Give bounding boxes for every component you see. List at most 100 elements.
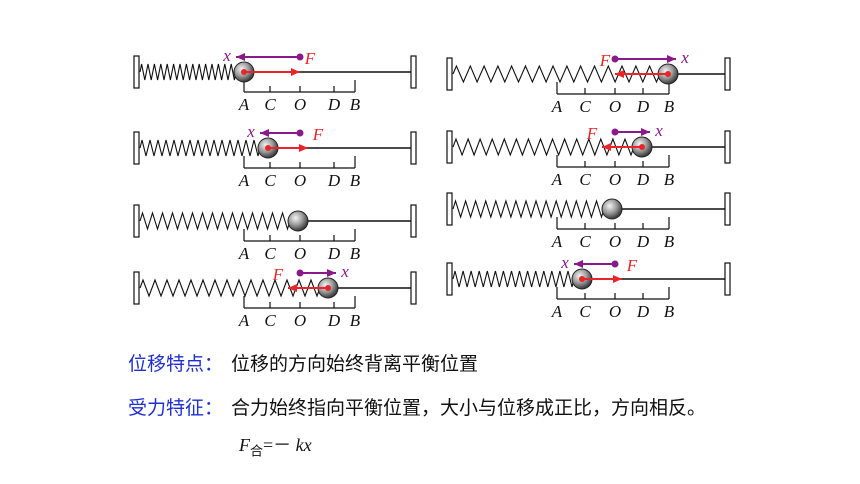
displacement-label: x [654,121,663,140]
displacement-arrowhead [260,129,269,137]
displacement-arrowhead [327,269,336,277]
force-arrowhead [288,284,297,292]
force-arrowhead [602,143,611,151]
position-label-C: C [579,302,591,321]
formula-kx: kx [295,435,312,455]
displacement-label: x [560,253,569,272]
formula-equals: =－ [263,435,296,455]
position-label-C: C [264,95,276,114]
spring [139,63,237,81]
displacement-heading: 位移特点： [128,353,224,375]
force-label: F [626,256,638,275]
position-label-D: D [327,311,341,330]
position-label-D: D [636,302,650,321]
position-label-D: D [636,232,650,251]
force-origin-dot [325,285,331,291]
position-label-B: B [664,302,675,321]
displacement-origin-dot [611,128,619,136]
force-origin-dot [579,276,585,282]
position-label-D: D [327,171,341,190]
position-label-B: B [350,311,361,330]
position-label-A: A [238,171,250,190]
position-label-C: C [264,244,276,263]
force-arrowhead [291,68,300,76]
displacement-arrowhead [574,260,583,268]
force-description: 合力始终指向平衡位置，大小与位移成正比，方向相反。 [231,397,707,419]
left-wall [446,130,453,164]
spring [452,137,635,157]
displacement-origin-dot [296,53,304,61]
left-wall [446,262,453,296]
position-label-D: D [636,170,650,189]
spring [452,270,575,288]
right-wall [410,131,417,165]
formula-subscript: 合 [250,444,264,460]
displacement-origin-dot [611,55,619,63]
formula-f: F [239,435,250,455]
position-label-D: D [327,95,341,114]
position-label-O: O [609,170,621,189]
position-label-A: A [551,232,563,251]
position-label-O: O [609,302,621,321]
position-label-A: A [238,311,250,330]
position-label-B: B [664,170,675,189]
spring [452,199,605,219]
displacement-arrowhead [641,128,650,136]
oscillator-ball [287,210,309,232]
right-wall [410,271,417,305]
force-arrowhead [615,70,624,78]
force-label: F [304,49,316,68]
position-label-O: O [609,232,621,251]
right-wall [724,192,731,226]
left-wall [133,271,140,305]
right-wall [724,262,731,296]
restoring-force-formula: F合=－ kx [239,431,312,460]
position-label-D: D [327,244,341,263]
position-label-A: A [551,97,563,116]
position-label-A: A [551,170,563,189]
right-wall [410,55,417,89]
position-label-B: B [350,95,361,114]
left-wall [446,57,453,91]
spring [139,211,291,231]
force-heading: 受力特征： [128,397,224,419]
position-label-O: O [294,244,306,263]
displacement-arrowhead [667,55,676,63]
displacement-origin-dot [296,129,304,137]
position-label-A: A [238,95,250,114]
displacement-origin-dot [611,260,619,268]
position-label-O: O [294,311,306,330]
position-label-O: O [294,171,306,190]
displacement-label: x [246,122,255,141]
left-wall [446,192,453,226]
force-origin-dot [265,145,271,151]
position-label-B: B [350,171,361,190]
force-label: F [586,124,598,143]
spring [452,64,661,84]
left-wall [133,131,140,165]
position-label-O: O [294,95,306,114]
position-label-B: B [350,244,361,263]
spring [139,139,261,157]
displacement-label: x [222,46,231,65]
position-label-C: C [264,171,276,190]
right-wall [410,204,417,238]
position-label-C: C [579,232,591,251]
force-label: F [272,265,284,284]
force-origin-dot [665,71,671,77]
position-label-O: O [609,97,621,116]
displacement-origin-dot [296,269,304,277]
left-wall [133,55,140,89]
spring [139,278,321,298]
position-label-C: C [579,97,591,116]
displacement-arrowhead [236,53,245,61]
position-label-D: D [636,97,650,116]
position-label-B: B [664,97,675,116]
